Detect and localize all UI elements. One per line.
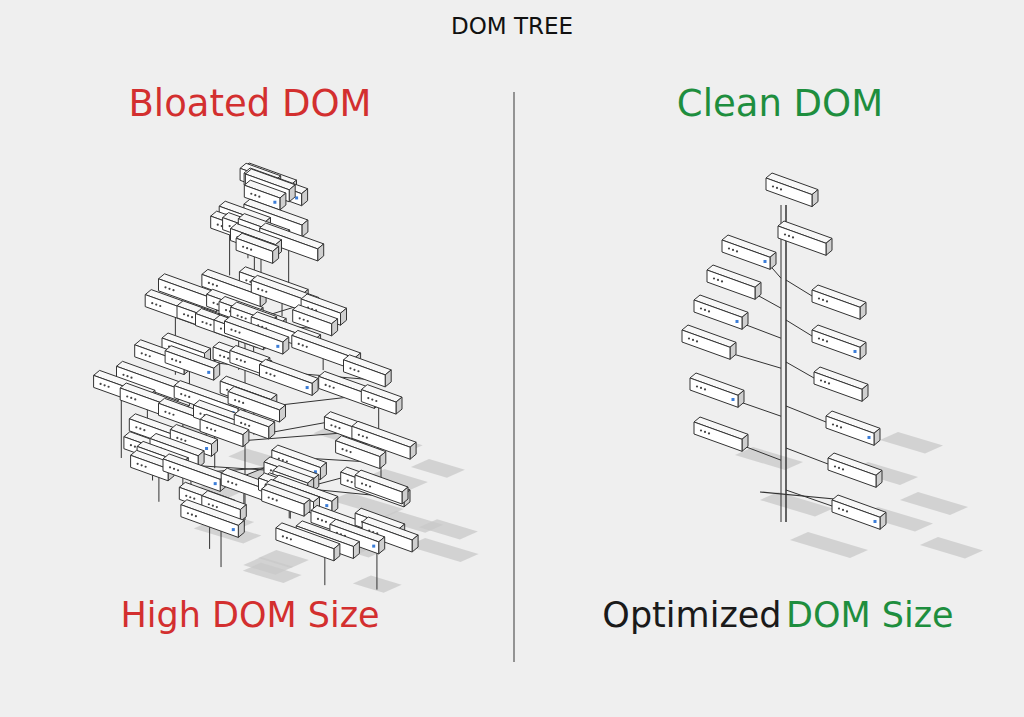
- shadow-layer: [180, 418, 983, 592]
- dom-node-box: [181, 500, 244, 538]
- section-caption: Optimized: [602, 596, 781, 635]
- dom-node-box: [341, 467, 410, 507]
- dom-node-box: [682, 325, 736, 359]
- dom-node-box: [694, 417, 748, 451]
- dom-node-box: [262, 484, 310, 516]
- dom-node-box: [165, 346, 220, 381]
- dom-node-box: [722, 235, 776, 269]
- dom-node-box: [814, 367, 868, 401]
- diagram-title: DOM TREE: [451, 14, 573, 39]
- dom-node-box: [260, 359, 319, 395]
- dom-node-box: [355, 470, 408, 504]
- dom-node-box: [690, 373, 744, 407]
- dom-node-box: [812, 285, 866, 319]
- dom-node-box: [236, 233, 279, 263]
- divider-line: [513, 92, 514, 662]
- caption-group: OptimizedDOM Size: [602, 596, 953, 635]
- section-caption: High DOM Size: [120, 596, 379, 635]
- dom-node-box: [828, 453, 882, 487]
- section-heading: Bloated DOM: [128, 84, 371, 125]
- bloated-tree: [94, 163, 419, 590]
- dom-node-box: [766, 173, 818, 207]
- dom-node-box: [778, 221, 832, 255]
- dom-node-box: [832, 495, 886, 529]
- dom-node-box: [812, 325, 866, 359]
- dom-node-box: [826, 411, 880, 445]
- dom-node-box: [336, 436, 386, 469]
- section-caption: DOM Size: [786, 596, 954, 635]
- dom-node-box: [361, 385, 402, 415]
- dom-node-box: [694, 295, 748, 329]
- dom-node-box: [707, 265, 761, 299]
- section-heading: Clean DOM: [677, 84, 883, 125]
- dom-node-box: [276, 523, 340, 561]
- clean-tree: [682, 173, 886, 529]
